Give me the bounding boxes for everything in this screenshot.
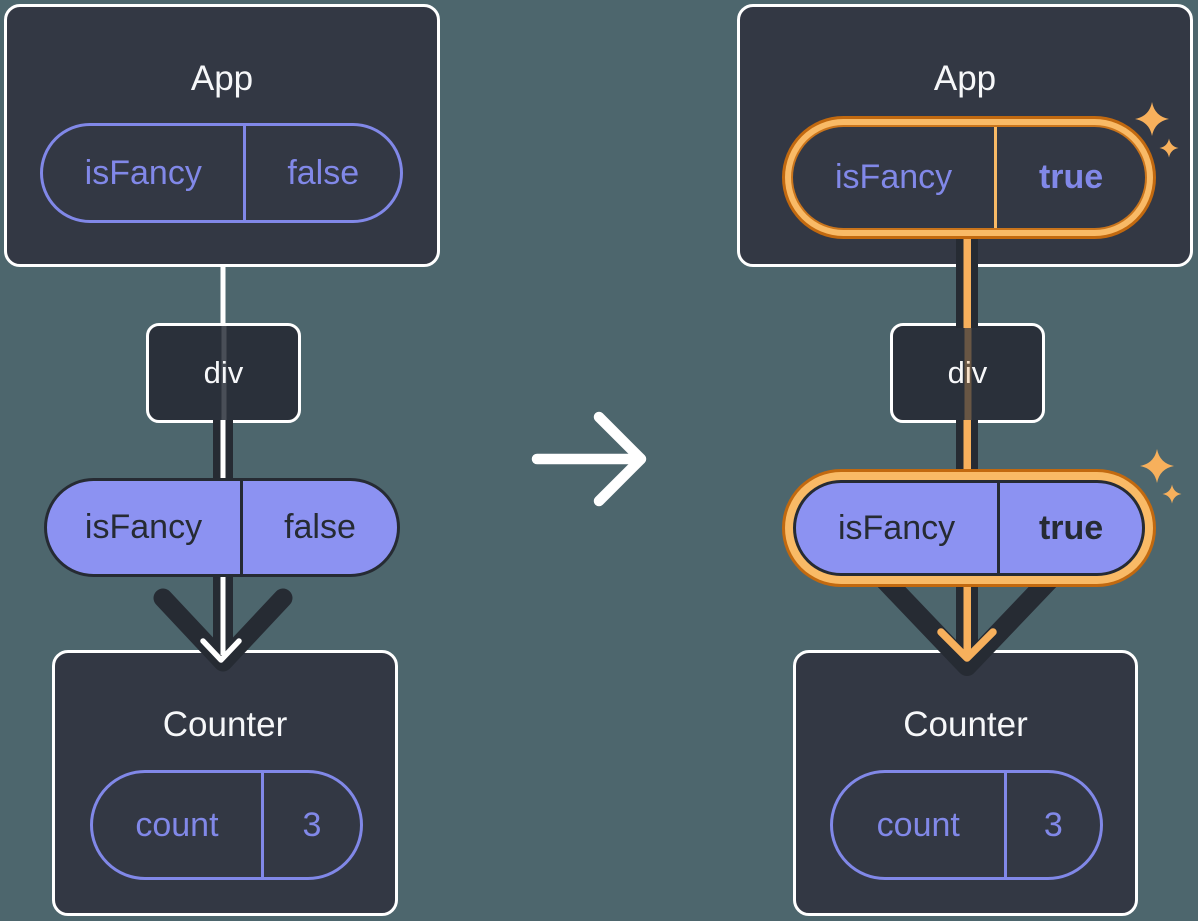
state-value: true <box>1038 158 1104 196</box>
state-key: count <box>833 773 1007 877</box>
right-div-node: div <box>890 323 1045 423</box>
left-div-to-pill-band <box>213 420 233 482</box>
right-connectors <box>873 230 1061 676</box>
right-div-label: div <box>947 355 988 390</box>
left-app-state-pill: isFancy false <box>40 123 403 223</box>
right-div-pass-through-line <box>964 326 971 420</box>
left-counter-title: Counter <box>162 705 288 744</box>
right-app-state-pill-highlight-ring: isFancy true <box>785 119 1153 236</box>
state-value: false <box>287 153 360 192</box>
sparkle-icon <box>1162 484 1182 504</box>
right-app-state-pill: isFancy true <box>793 127 1145 228</box>
left-div-label: div <box>203 355 244 390</box>
left-div-pass-through-line <box>221 326 226 420</box>
prop-key: isFancy <box>796 483 1001 573</box>
state-key: count <box>93 773 264 877</box>
left-counter-state-pill: count 3 <box>90 770 363 880</box>
right-prop-pill-highlight-ring: isFancy true <box>785 472 1153 584</box>
left-div-to-pill-core <box>220 420 226 482</box>
right-prop-pill: isFancy true <box>793 480 1145 576</box>
left-app-title: App <box>190 59 254 98</box>
sparkle-icon <box>1140 449 1174 483</box>
left-div-node: div <box>146 323 301 423</box>
prop-key: isFancy <box>47 481 243 574</box>
state-value: 3 <box>1043 805 1063 844</box>
left-prop-pill: isFancy false <box>44 478 400 577</box>
right-app-title: App <box>933 59 997 98</box>
prop-value: true <box>1038 508 1104 547</box>
state-value: 3 <box>302 805 322 844</box>
prop-value: false <box>284 508 356 546</box>
transform-arrow-head-icon <box>593 411 647 507</box>
state-key: isFancy <box>43 126 247 220</box>
right-counter-title: Counter <box>903 705 1028 744</box>
left-app-to-div-line <box>220 264 226 326</box>
state-key: isFancy <box>793 127 998 228</box>
transform-arrow <box>531 411 647 507</box>
right-counter-state-pill: count 3 <box>830 770 1103 880</box>
